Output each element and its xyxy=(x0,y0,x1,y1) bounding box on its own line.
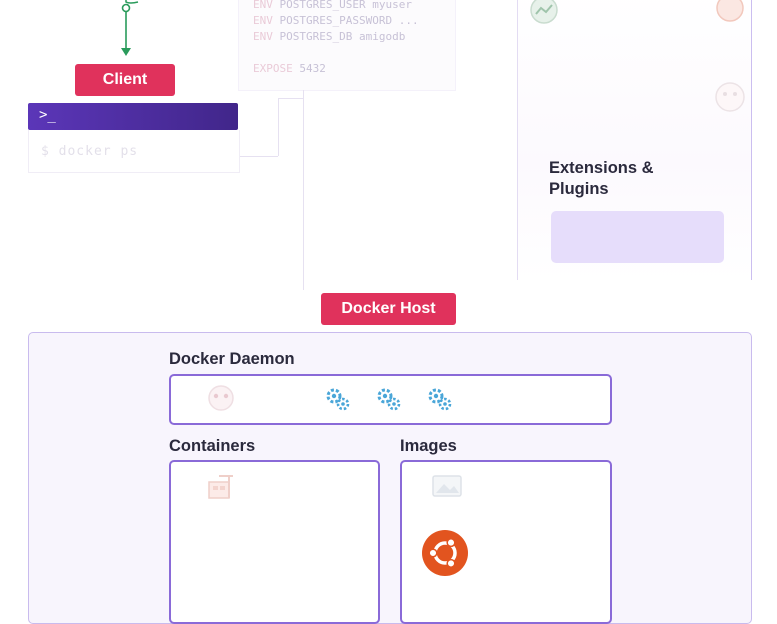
bug-icon xyxy=(208,385,234,411)
chart-icon xyxy=(530,0,558,24)
dockerfile-card: ENV POSTGRES_USER myuser ENV POSTGRES_PA… xyxy=(238,0,456,91)
gear-icon xyxy=(428,388,452,411)
connector-line xyxy=(303,90,304,290)
connector-line xyxy=(278,98,303,99)
image-icon xyxy=(432,475,462,497)
ubuntu-icon xyxy=(422,530,468,576)
code-line: ENV POSTGRES_DB amigodb xyxy=(253,30,406,43)
client-badge: Client xyxy=(75,64,175,96)
bug-icon xyxy=(716,0,744,22)
containers-box xyxy=(169,460,380,624)
terminal-titlebar: >_ xyxy=(28,103,238,130)
arrow-down-icon xyxy=(121,0,139,56)
code-line: EXPOSE 5432 xyxy=(253,62,326,75)
bug-icon xyxy=(715,82,745,112)
extensions-placeholder-box xyxy=(551,211,724,263)
docker-daemon-label: Docker Daemon xyxy=(169,350,295,368)
containers-label: Containers xyxy=(169,437,256,455)
docker-host-badge: Docker Host xyxy=(321,293,456,325)
terminal-body[interactable]: $ docker ps xyxy=(28,130,240,173)
connector-line xyxy=(238,156,278,157)
images-label: Images xyxy=(400,437,457,455)
gear-icon xyxy=(377,388,401,411)
extensions-title: Extensions & Plugins xyxy=(549,159,654,198)
connector-line xyxy=(278,98,279,156)
terminal-icon: >_ xyxy=(39,107,56,123)
code-line: ENV POSTGRES_PASSWORD ... xyxy=(253,14,419,27)
gear-icon xyxy=(326,388,350,411)
terminal-command: $ docker ps xyxy=(41,144,139,159)
code-line: ENV POSTGRES_USER myuser xyxy=(253,0,412,11)
container-icon xyxy=(208,475,233,499)
